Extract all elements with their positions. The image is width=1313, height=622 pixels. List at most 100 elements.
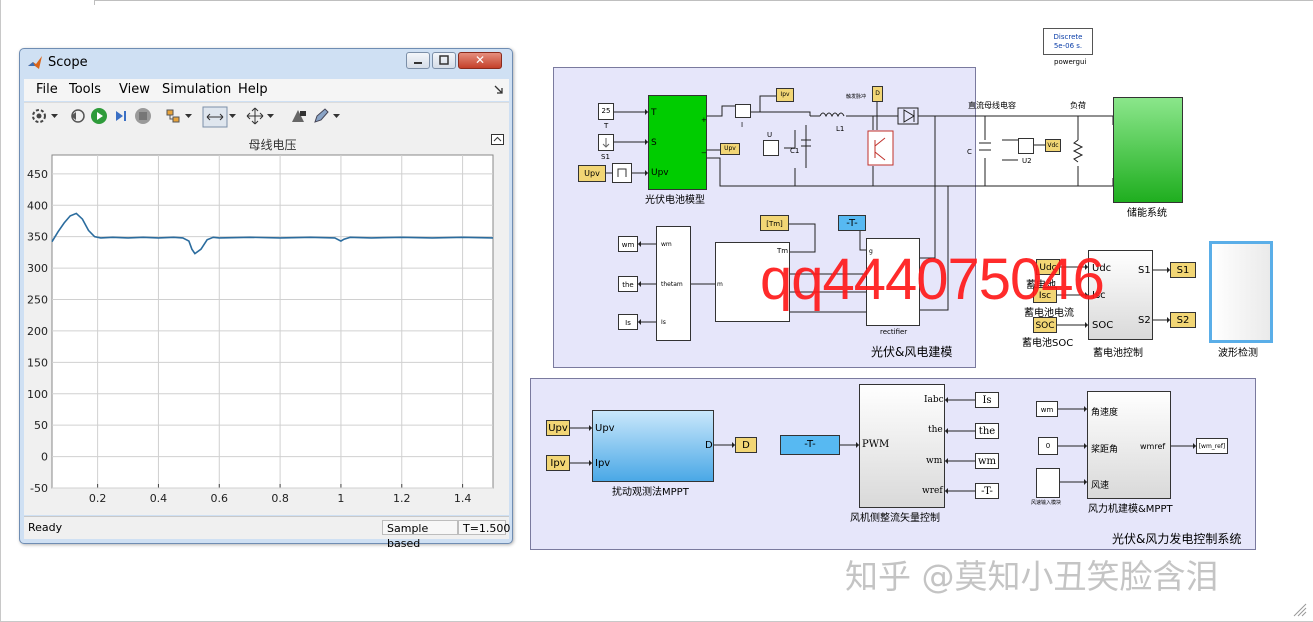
memory-block[interactable] [612, 163, 632, 183]
vc-port-pwm: PWM [862, 439, 890, 450]
zoom-x-icon[interactable] [202, 106, 228, 128]
scope-statusbar: Ready Sample based T=1.500 [24, 516, 510, 550]
mppt-port-upv: Upv [595, 423, 615, 434]
storage-label: 储能系统 [1127, 208, 1167, 219]
from-soc-tag[interactable]: SOC [1033, 317, 1057, 333]
step-forward-icon[interactable] [112, 107, 130, 125]
chevron-down-icon[interactable] [51, 114, 58, 119]
goto-the-tag[interactable]: the [618, 276, 638, 292]
chevron-down-icon[interactable] [333, 114, 340, 119]
from-upv-tag[interactable]: Upv [546, 420, 570, 436]
undock-icon[interactable] [491, 134, 504, 145]
menu-view[interactable]: View [119, 82, 150, 97]
maximize-button[interactable] [432, 52, 456, 69]
menu-file[interactable]: File [36, 82, 58, 97]
goto-vdc-tag[interactable]: Vdc [1045, 139, 1061, 152]
menu-tools[interactable]: Tools [69, 82, 102, 97]
highlight-icon[interactable] [164, 107, 182, 125]
from-the-tag[interactable]: the [975, 423, 999, 439]
rectifier-block[interactable]: g [866, 238, 920, 326]
voltage-meas-u2-block[interactable] [1018, 138, 1034, 154]
canvas-tab-edge [94, 0, 1313, 5]
pv-cell-block[interactable]: T S Upv + − [648, 95, 707, 190]
goto-wm-tag[interactable]: wm [618, 236, 638, 252]
watermark-text: qq444075046 [760, 247, 1105, 312]
from-wm-wind-tag[interactable]: wm [1036, 401, 1058, 417]
settings-icon[interactable] [30, 107, 48, 125]
pmsg-port-m: m [717, 281, 723, 288]
goto-tm-tag[interactable]: [Tm] [760, 215, 789, 231]
stop-icon[interactable] [134, 107, 152, 125]
goto-wmref-tag[interactable]: [wm_ref] [1196, 438, 1228, 454]
resize-grip-icon[interactable] [1290, 600, 1308, 618]
wt-port-wind: 风速 [1091, 481, 1110, 491]
from-udc-tag[interactable]: Udc [1036, 259, 1060, 275]
powergui-block[interactable]: Discrete 5e-06 s. [1043, 28, 1093, 55]
goto-s1-tag[interactable]: S1 [1170, 262, 1196, 278]
triggers-icon[interactable] [290, 107, 308, 125]
goto-s2-tag[interactable]: S2 [1170, 312, 1196, 328]
close-button[interactable]: ✕ [458, 52, 502, 69]
pencil-icon[interactable] [312, 107, 330, 125]
const-zero-block[interactable]: 0 [1038, 437, 1058, 455]
goto-upv-tag[interactable]: Upv [578, 165, 606, 182]
demux-block[interactable]: wm thetam Is [656, 226, 691, 341]
menu-help[interactable]: Help [238, 82, 268, 97]
pv-block-label: 光伏电池模型 [645, 195, 705, 206]
from-t-ref-tag[interactable]: -T- [975, 483, 999, 499]
mppt-block[interactable]: Upv Ipv D [592, 410, 714, 482]
y-tick-label: 0 [41, 451, 48, 464]
wind-turbine-block[interactable]: 角速度 桨距角 风速 wmref [1087, 391, 1171, 499]
x-tick-label: 0.6 [211, 492, 229, 505]
chevron-down-icon[interactable] [267, 114, 274, 119]
x-tick-label: 1.4 [454, 492, 472, 505]
from-t-pwm-tag[interactable]: -T- [780, 435, 840, 455]
menu-simulation[interactable]: Simulation [162, 82, 232, 97]
vector-control-label: 风机侧整流矢量控制 [850, 513, 940, 524]
goto-d-tag[interactable]: D [735, 437, 757, 453]
waveform-detection-block[interactable] [1209, 241, 1273, 343]
run-icon[interactable] [90, 107, 108, 125]
from-d-tag[interactable]: D [872, 86, 883, 102]
from-is-tag[interactable]: Is [975, 392, 999, 408]
bus-cap-label: 直流母线电容 [968, 101, 1016, 110]
pmsg-port-tm: Tm [777, 247, 789, 255]
const-t-label: T [604, 122, 609, 130]
chevron-down-icon[interactable] [229, 114, 236, 119]
voltage-meas-block[interactable] [763, 140, 779, 156]
scope-menubar: File Tools View Simulation Help [24, 79, 509, 101]
y-tick-label: 350 [27, 231, 48, 244]
goto-ipv-tag[interactable]: Ipv [776, 88, 794, 102]
batt-port-s1: S1 [1138, 265, 1151, 276]
wt-port-pitch: 桨距角 [1091, 445, 1119, 455]
goto-is-tag[interactable]: Is [618, 314, 638, 330]
l1-label: L1 [836, 125, 845, 133]
control-panel-label: 光伏&风力发电控制系统 [1112, 532, 1242, 546]
from-isc-tag[interactable]: Isc [1033, 287, 1057, 303]
storage-system-block[interactable] [1113, 97, 1183, 203]
scope-titlebar[interactable]: Scope ✕ [20, 49, 512, 77]
vector-control-block[interactable]: PWM Iabc the wm wref [859, 384, 945, 508]
minimize-button[interactable] [406, 52, 430, 69]
from-wm-tag[interactable]: wm [975, 453, 999, 469]
dock-arrow-icon[interactable] [494, 85, 504, 95]
step-back-icon[interactable] [68, 107, 86, 125]
from-ipv-tag[interactable]: Ipv [546, 455, 570, 471]
scope-window[interactable]: Scope ✕ File Tools View Simulation Help [19, 48, 513, 550]
step-s1-block[interactable] [598, 134, 614, 151]
pmsg-block[interactable]: Tm m [715, 242, 790, 322]
goto-upv-boost-tag[interactable]: Upv [720, 143, 740, 155]
const-25-block[interactable]: 25 [598, 103, 614, 120]
current-meas-block[interactable] [735, 104, 751, 118]
chevron-down-icon[interactable] [185, 114, 192, 119]
vc-port-iabc: Iabc [924, 395, 944, 405]
mppt-port-d: D [705, 440, 713, 451]
chart-title: 母线电压 [248, 138, 296, 152]
battery-control-block[interactable]: Udc Isc SOC S1 S2 [1088, 250, 1153, 340]
wind-input-block[interactable] [1036, 468, 1060, 498]
c1-label: C1 [790, 147, 800, 155]
from-t-tag[interactable]: -T- [838, 215, 866, 231]
fit-to-view-icon[interactable] [246, 107, 264, 125]
